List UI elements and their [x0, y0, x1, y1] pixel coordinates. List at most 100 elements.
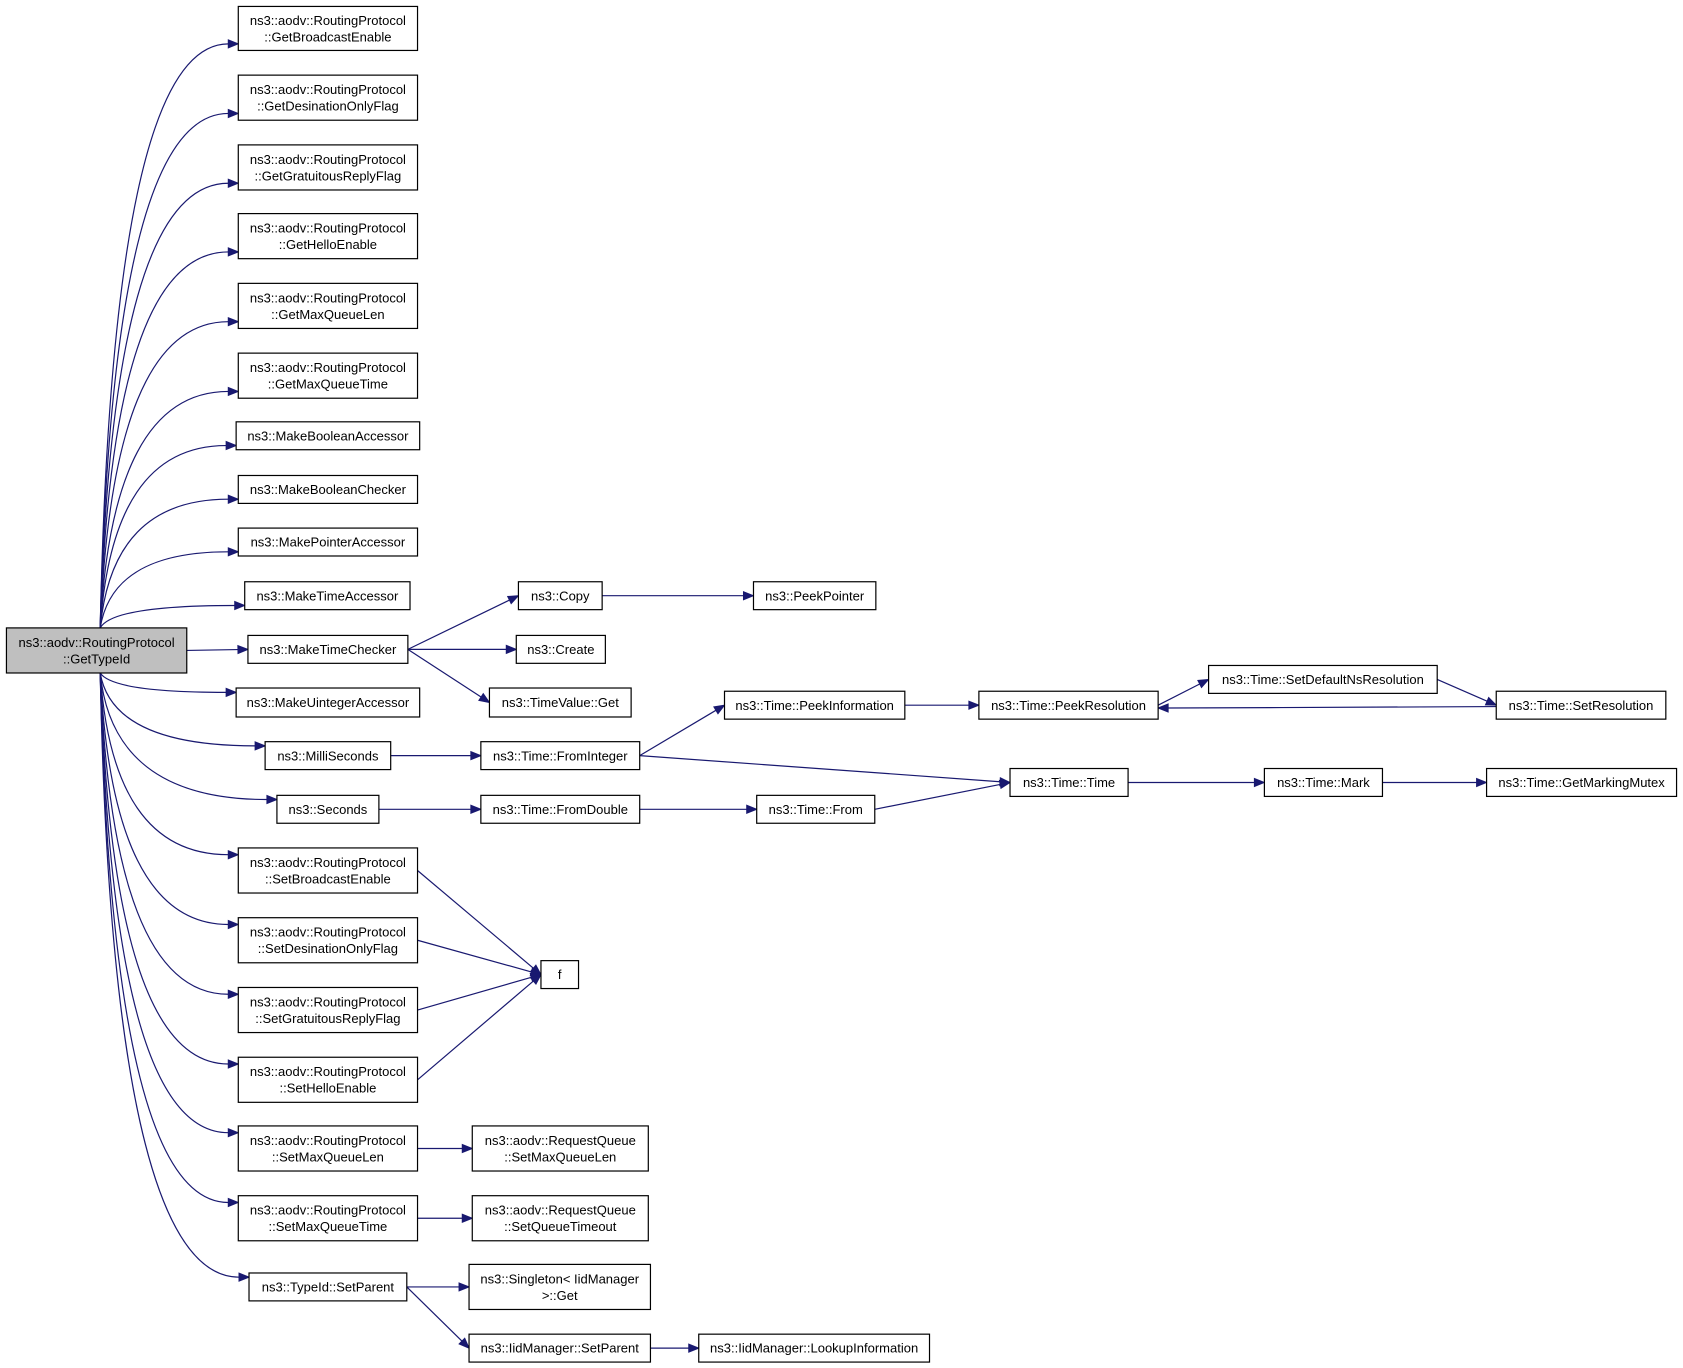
- edge-arrowhead: [227, 39, 240, 49]
- node-from-integer[interactable]: ns3::Time::FromInteger: [480, 741, 641, 771]
- node-box: [468, 1263, 652, 1311]
- edge-root-to-get-broadcast-enable: [99, 39, 240, 628]
- node-box: [1207, 664, 1438, 694]
- node-label: ::GetGratuitousReplyFlag: [255, 168, 402, 183]
- node-box: [247, 634, 409, 664]
- node-get-gratuitous-reply-flag[interactable]: ns3::aodv::RoutingProtocol::GetGratuitou…: [237, 144, 419, 191]
- node-timevalue-get[interactable]: ns3::TimeValue::Get: [488, 687, 632, 718]
- edge-arrowhead: [742, 590, 755, 601]
- node-box: [1009, 767, 1129, 798]
- node-label: ns3::MakeBooleanAccessor: [247, 428, 409, 443]
- node-make-uinteger-accessor[interactable]: ns3::MakeUintegerAccessor: [235, 687, 421, 718]
- node-label: ns3::aodv::RoutingProtocol: [250, 1133, 406, 1148]
- node-get-broadcast-enable[interactable]: ns3::aodv::RoutingProtocol::GetBroadcast…: [237, 5, 419, 52]
- node-label: ns3::MilliSeconds: [277, 748, 379, 763]
- edge-set-desination-only-flag-to-f: [417, 939, 543, 977]
- node-box: [756, 794, 876, 824]
- node-singleton-get[interactable]: ns3::Singleton< IidManager>::Get: [468, 1263, 652, 1311]
- node-set-hello-enable[interactable]: ns3::aodv::RoutingProtocol::SetHelloEnab…: [237, 1056, 419, 1103]
- edge-root-to-get-max-queue-time: [99, 386, 240, 628]
- node-get-max-queue-time[interactable]: ns3::aodv::RoutingProtocol::GetMaxQueueT…: [237, 352, 419, 399]
- edge-arrowhead: [1476, 777, 1488, 788]
- node-make-time-accessor[interactable]: ns3::MakeTimeAccessor: [244, 581, 411, 611]
- node-time-mark[interactable]: ns3::Time::Mark: [1263, 767, 1384, 798]
- node-box: [698, 1333, 931, 1363]
- edge-line: [99, 321, 229, 628]
- node-typeid-set-parent[interactable]: ns3::TypeId::SetParent: [248, 1272, 408, 1302]
- node-iid-set-parent[interactable]: ns3::IidManager::SetParent: [468, 1333, 652, 1363]
- edge-arrowhead: [254, 741, 267, 751]
- node-seconds[interactable]: ns3::Seconds: [276, 794, 380, 824]
- edge-set-max-queue-len-to-rq-set-max-queue-len: [417, 1143, 474, 1154]
- node-box: [5, 627, 188, 674]
- node-set-max-queue-time[interactable]: ns3::aodv::RoutingProtocol::SetMaxQueueT…: [237, 1195, 419, 1242]
- edge-arrowhead: [227, 178, 240, 188]
- node-set-gratuitous-reply-flag[interactable]: ns3::aodv::RoutingProtocol::SetGratuitou…: [237, 986, 419, 1034]
- edge-root-to-make-time-accessor: [99, 600, 247, 629]
- node-set-broadcast-enable[interactable]: ns3::aodv::RoutingProtocol::SetBroadcast…: [237, 847, 419, 894]
- node-label: ns3::Time::GetMarkingMutex: [1498, 775, 1665, 790]
- node-box: [978, 690, 1159, 720]
- edge-arrowhead: [529, 973, 542, 986]
- node-box: [540, 960, 580, 990]
- node-label: ns3::aodv::RoutingProtocol: [250, 1203, 406, 1218]
- node-time-from[interactable]: ns3::Time::From: [756, 794, 876, 824]
- node-make-time-checker[interactable]: ns3::MakeTimeChecker: [247, 634, 409, 664]
- node-peek-pointer[interactable]: ns3::PeekPointer: [752, 581, 877, 611]
- edge-arrowhead: [461, 1143, 474, 1154]
- node-copy[interactable]: ns3::Copy: [517, 581, 603, 611]
- edge-arrowhead: [227, 108, 240, 119]
- node-set-desination-only-flag[interactable]: ns3::aodv::RoutingProtocol::SetDesinatio…: [237, 917, 419, 964]
- node-make-boolean-checker[interactable]: ns3::MakeBooleanChecker: [237, 474, 419, 504]
- edge-arrowhead: [688, 1343, 701, 1353]
- node-iid-lookup-information[interactable]: ns3::IidManager::LookupInformation: [698, 1333, 931, 1363]
- node-milli-seconds[interactable]: ns3::MilliSeconds: [264, 741, 392, 771]
- node-rq-set-queue-timeout[interactable]: ns3::aodv::RequestQueue::SetQueueTimeout: [471, 1195, 649, 1242]
- node-label: ns3::Seconds: [289, 802, 368, 817]
- edge-arrowhead: [234, 600, 247, 611]
- node-root[interactable]: ns3::aodv::RoutingProtocol::GetTypeId: [5, 627, 188, 674]
- edge-line: [406, 1286, 463, 1342]
- node-rq-set-max-queue-len[interactable]: ns3::aodv::RequestQueue::SetMaxQueueLen: [471, 1125, 649, 1172]
- edge-root-to-get-gratuitous-reply-flag: [99, 178, 240, 628]
- edge-arrowhead: [227, 316, 240, 327]
- node-label: ns3::aodv::RoutingProtocol: [250, 855, 406, 870]
- node-make-boolean-accessor[interactable]: ns3::MakeBooleanAccessor: [235, 421, 421, 451]
- edge-root-to-set-gratuitous-reply-flag: [99, 672, 240, 999]
- node-get-marking-mutex[interactable]: ns3::Time::GetMarkingMutex: [1485, 767, 1678, 798]
- edge-iid-set-parent-to-iid-lookup-information: [650, 1343, 701, 1353]
- node-get-hello-enable[interactable]: ns3::aodv::RoutingProtocol::GetHelloEnab…: [237, 212, 419, 260]
- edge-root-to-make-boolean-accessor: [99, 440, 238, 628]
- node-box: [237, 917, 419, 964]
- edge-line: [99, 251, 229, 628]
- node-create[interactable]: ns3::Create: [515, 634, 606, 664]
- node-time-time[interactable]: ns3::Time::Time: [1009, 767, 1129, 798]
- node-label: ns3::Time::Mark: [1277, 775, 1370, 790]
- edge-line: [99, 43, 229, 628]
- node-label: ns3::MakeUintegerAccessor: [247, 695, 410, 710]
- node-make-pointer-accessor[interactable]: ns3::MakePointerAccessor: [237, 527, 419, 557]
- node-box: [1495, 690, 1667, 720]
- edge-line: [417, 939, 532, 973]
- node-f[interactable]: f: [540, 960, 580, 990]
- node-box: [1485, 767, 1678, 798]
- node-set-max-queue-len[interactable]: ns3::aodv::RoutingProtocol::SetMaxQueueL…: [237, 1125, 419, 1172]
- edge-line: [99, 182, 229, 628]
- node-box: [1263, 767, 1384, 798]
- node-get-desination-only-flag[interactable]: ns3::aodv::RoutingProtocol::GetDesinatio…: [237, 74, 419, 121]
- node-label: ::GetHelloEnable: [279, 237, 377, 252]
- node-from-double[interactable]: ns3::Time::FromDouble: [480, 794, 641, 824]
- node-label: ::SetBroadcastEnable: [265, 871, 391, 886]
- edge-arrowhead: [478, 692, 491, 704]
- node-peek-resolution[interactable]: ns3::Time::PeekResolution: [978, 690, 1159, 720]
- node-label: ::SetMaxQueueLen: [272, 1149, 384, 1164]
- edge-root-to-set-desination-only-flag: [99, 672, 240, 930]
- node-peek-information[interactable]: ns3::Time::PeekInformation: [723, 690, 906, 720]
- node-box: [471, 1195, 649, 1242]
- node-set-default-ns-resolution[interactable]: ns3::Time::SetDefaultNsResolution: [1207, 664, 1438, 694]
- node-get-max-queue-len[interactable]: ns3::aodv::RoutingProtocol::GetMaxQueueL…: [237, 282, 419, 330]
- node-set-resolution[interactable]: ns3::Time::SetResolution: [1495, 690, 1667, 720]
- edge-root-to-get-desination-only-flag: [99, 108, 240, 628]
- edge-from-integer-to-time-time: [639, 755, 1012, 787]
- node-box: [723, 690, 906, 720]
